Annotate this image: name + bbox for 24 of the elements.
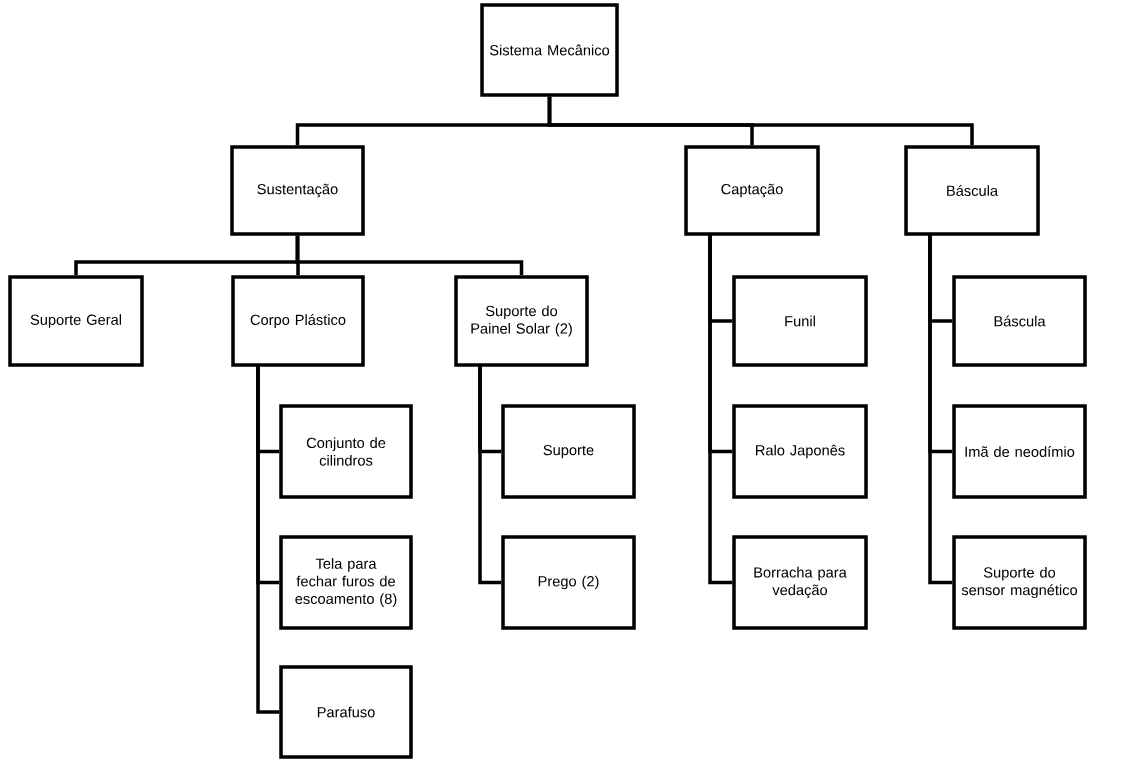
component-box: Prego (2) <box>501 535 636 630</box>
component-box: Sistema Mecânico <box>480 3 619 97</box>
component-box: Conjunto de cilindros <box>279 404 413 499</box>
component-box: Suporte <box>501 404 636 499</box>
component-box: Ralo Japonês <box>732 404 868 499</box>
component-box: Imã de neodímio <box>952 404 1087 499</box>
connector-line <box>295 235 524 276</box>
connector-line <box>256 365 280 714</box>
component-box: Tela para fechar furos de escoamento (8) <box>279 535 413 630</box>
connector-line <box>478 365 502 585</box>
component-box: Suporte do sensor magnético <box>952 535 1087 630</box>
component-box: Corpo Plástico <box>231 275 365 367</box>
connector-line <box>547 96 974 146</box>
component-box: Borracha para vedação <box>732 535 868 630</box>
component-box: Captação <box>684 145 820 236</box>
connector-line <box>928 234 953 585</box>
component-box: Báscula <box>904 145 1040 236</box>
component-box: Sustentação <box>230 145 365 236</box>
component-box: Suporte Geral <box>8 275 144 367</box>
component-box: Suporte do Painel Solar (2) <box>454 275 589 367</box>
component-box: Báscula <box>952 275 1087 367</box>
component-box: Parafuso <box>279 665 413 759</box>
connector-line <box>708 234 733 585</box>
component-box: Funil <box>732 275 868 367</box>
